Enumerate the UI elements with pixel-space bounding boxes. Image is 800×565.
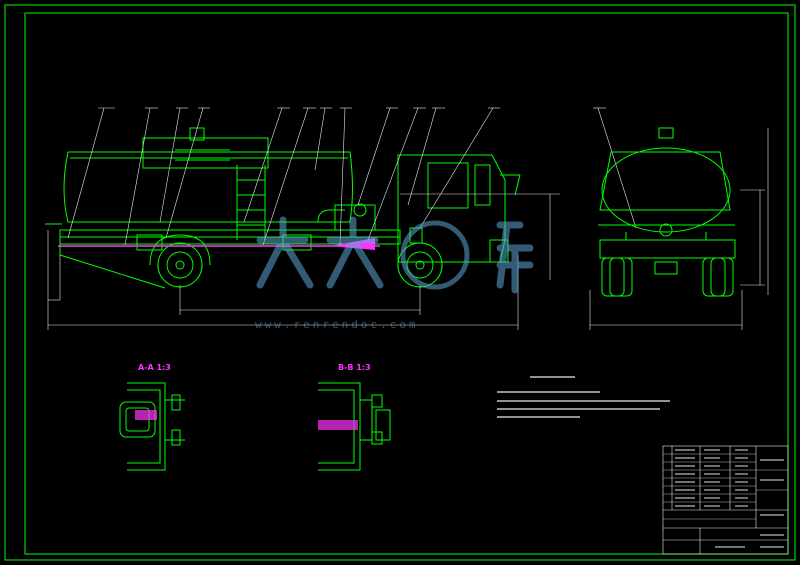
inner-border	[24, 12, 789, 555]
title-block	[662, 445, 789, 555]
rear-dimensions	[589, 128, 769, 330]
title-block-rows	[663, 453, 788, 520]
side-dimensions	[47, 193, 560, 330]
section-label-a: A-A 1:3	[138, 363, 171, 372]
section-a-hatch	[135, 410, 157, 420]
title-block-text-strokes	[675, 449, 784, 548]
watermark-url: www.renrendoc.com	[255, 318, 419, 331]
rear-view	[598, 127, 736, 297]
watermark-logo	[256, 216, 534, 294]
section-a-a	[119, 382, 185, 471]
outer-border	[4, 4, 796, 561]
section-label-b: B-B 1:3	[338, 363, 371, 372]
section-b-hatch	[318, 420, 358, 430]
leader-lines	[67, 107, 637, 246]
notes-text-strokes	[497, 376, 670, 418]
